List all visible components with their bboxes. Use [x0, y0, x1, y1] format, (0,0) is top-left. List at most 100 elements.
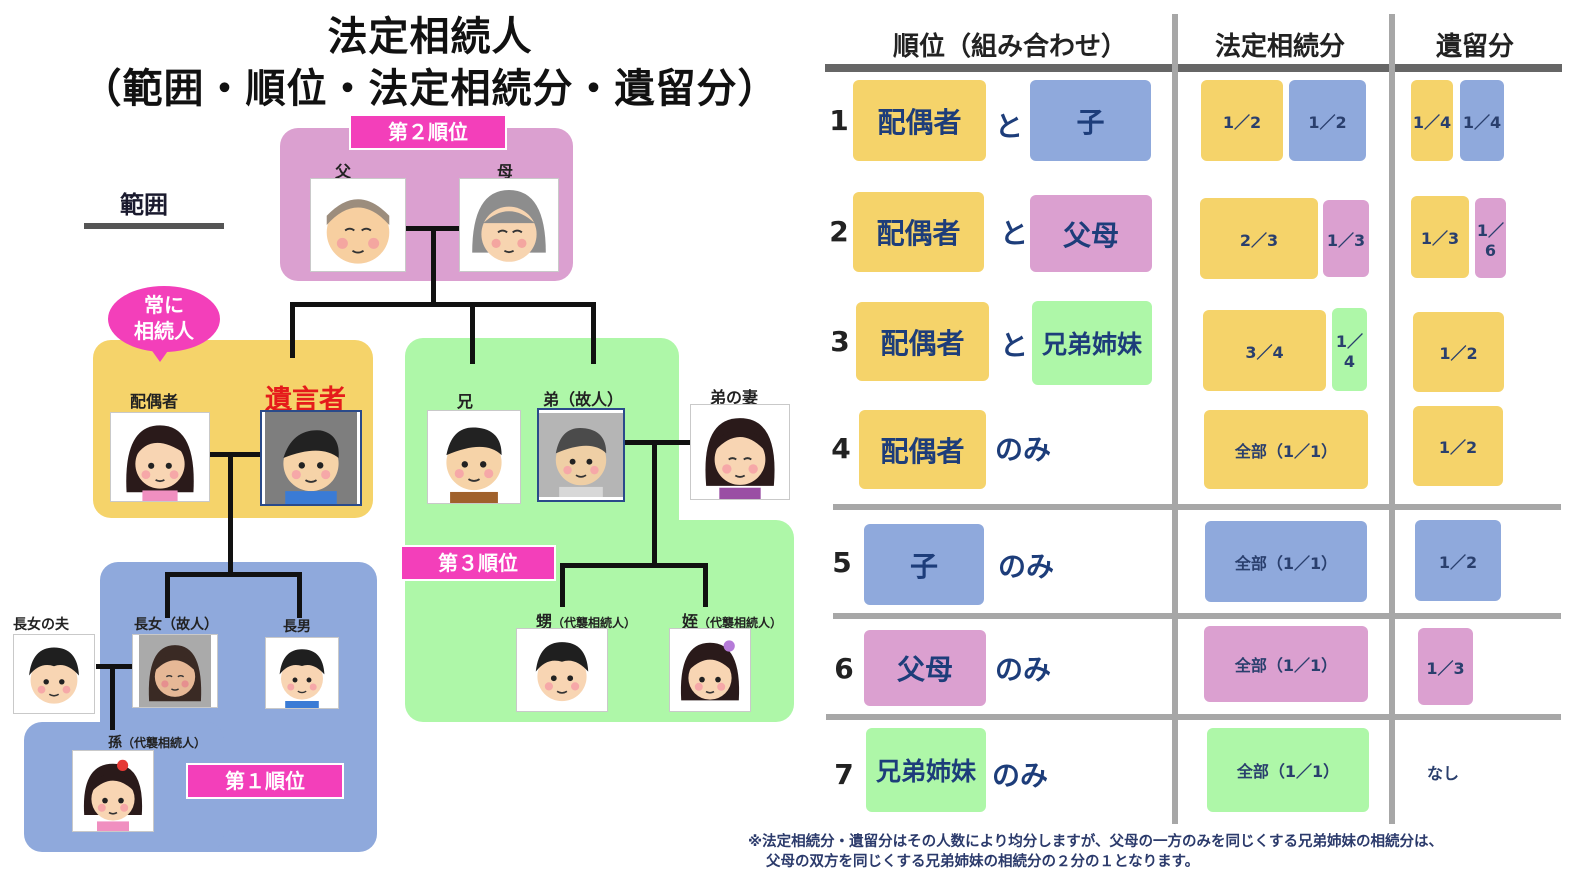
legal-share-a: 2／3: [1200, 198, 1318, 279]
eldest-son-portrait: [265, 637, 339, 709]
header-rule: [825, 64, 1562, 72]
mother-label: 母: [497, 162, 514, 181]
legal-share-a: 全部（1／1）: [1207, 728, 1369, 812]
footnote-line2: 父母の双方を同じくする兄弟姉妹の相続分の２分の１となります。: [766, 854, 1200, 870]
man-icon: [539, 413, 623, 497]
legal-share-a: 3／4: [1203, 310, 1326, 391]
to-niece-line: [703, 563, 708, 607]
column-divider-1: [1172, 14, 1178, 824]
heir-b: 父母: [1030, 195, 1152, 272]
row-divider-4: [833, 504, 1561, 510]
niece-label: 姪（代襲相続人）: [682, 608, 782, 632]
girl-icon: [73, 751, 153, 831]
parents-down-line: [431, 226, 436, 306]
reserved-share-a: 1／2: [1413, 312, 1504, 392]
heir-a: 子: [864, 524, 984, 605]
conjunction: のみ: [995, 653, 1052, 686]
father-portrait: [310, 178, 406, 272]
niece-portrait: [669, 628, 751, 712]
to-brother-line: [470, 302, 475, 364]
father-label: 父: [335, 162, 352, 181]
conjunction: のみ: [998, 550, 1055, 583]
row-divider-5: [833, 613, 1561, 619]
nephew-portrait: [516, 628, 608, 712]
younger-brother-label: 弟（故人）: [543, 390, 624, 409]
row-number: 1: [829, 104, 849, 137]
heir-b: 兄弟姉妹: [1032, 301, 1152, 385]
man-icon: [15, 635, 93, 713]
to-grandchild-line: [110, 664, 115, 730]
legal-share-a: 全部（1／1）: [1204, 410, 1368, 489]
row-number: 6: [834, 652, 854, 685]
footnote-line1: ※法定相続分・遺留分はその人数により均分しますが、父母の一方のみを同じくする兄弟…: [748, 834, 1444, 850]
legal-share-a: 1／2: [1201, 80, 1283, 161]
mother-portrait: [459, 178, 559, 272]
reserved-share-a: なし: [1427, 764, 1460, 783]
heir-a: 配偶者: [856, 302, 989, 381]
nephew-label: 甥（代襲相続人）: [536, 608, 636, 632]
grandchild-note: （代襲相続人）: [122, 736, 207, 750]
bubble-line2: 相続人: [134, 319, 194, 343]
niece-name: 姪: [682, 612, 699, 631]
rank3-tag: 第３順位: [400, 545, 556, 581]
to-nephew-line: [560, 563, 565, 607]
old-woman-icon: [463, 179, 555, 271]
reserved-share-a: 1／2: [1415, 520, 1501, 601]
page-title: 法定相続人: [327, 14, 533, 60]
legal-share-b: 1／3: [1323, 200, 1369, 277]
legal-share-a: 全部（1／1）: [1205, 521, 1367, 602]
header-legal-share: 法定相続分: [1214, 32, 1345, 62]
conjunction: と: [1000, 217, 1029, 250]
header-reserved-share: 遺留分: [1435, 32, 1514, 62]
row-divider-6: [826, 714, 1561, 720]
reserved-share-a: 1／4: [1411, 80, 1453, 161]
woman-icon: [693, 405, 787, 499]
bubble-tail: [150, 348, 170, 362]
page-subtitle: （範囲・順位・法定相続分・遺留分）: [81, 66, 779, 112]
row-number: 5: [832, 546, 852, 579]
woman-icon: [116, 413, 204, 501]
row-number: 4: [831, 432, 851, 465]
daughters-husband-label: 長女の夫: [13, 617, 69, 633]
man-icon: [428, 411, 520, 503]
legal-share-b: 1／4: [1332, 308, 1367, 391]
always-heir-bubble: 常に 相続人: [108, 286, 220, 352]
rank2-tag: 第２順位: [349, 114, 507, 150]
grandchild-label: 孫（代襲相続人）: [108, 732, 206, 752]
grandchild-portrait: [72, 750, 154, 832]
girl-icon: [670, 630, 750, 710]
daughters-husband-portrait: [13, 634, 95, 714]
eldest-son-label: 長男: [283, 619, 311, 635]
eldest-daughter-label: 長女（故人）: [134, 617, 218, 633]
reserved-share-a: 1／3: [1418, 628, 1473, 705]
testator-portrait: [260, 410, 362, 506]
heir-b: 子: [1030, 80, 1151, 161]
brothers-wife-label: 弟の妻: [710, 388, 759, 407]
spouse-down-line: [228, 452, 233, 576]
eldest-daughter-portrait: [132, 634, 218, 708]
niece-note: （代襲相続人）: [698, 616, 783, 630]
generation-line: [290, 302, 596, 307]
heir-a: 父母: [864, 630, 986, 706]
heir-a: 配偶者: [859, 410, 986, 489]
nephew-note: （代襲相続人）: [552, 616, 637, 630]
rank1-tag: 第１順位: [186, 763, 344, 799]
boy-icon: [267, 638, 337, 708]
old-man-icon: [312, 179, 404, 271]
conjunction: と: [995, 110, 1024, 143]
conjunction: のみ: [992, 759, 1049, 792]
woman-icon: [139, 635, 211, 707]
spouse-portrait: [110, 412, 210, 502]
heir-a: 配偶者: [853, 192, 984, 272]
reserved-share-b: 1／4: [1460, 80, 1504, 161]
row-number: 2: [829, 215, 849, 248]
brother-down-line: [652, 440, 657, 566]
nephews-line: [560, 563, 708, 568]
younger-brother-portrait: [537, 408, 625, 502]
legal-share-b: 1／2: [1289, 80, 1366, 161]
nephew-name: 甥: [536, 612, 553, 631]
man-icon: [265, 412, 357, 504]
reserved-share-a: 1／2: [1413, 406, 1503, 486]
row-number: 7: [834, 758, 854, 791]
legal-share-a: 全部（1／1）: [1204, 626, 1368, 702]
